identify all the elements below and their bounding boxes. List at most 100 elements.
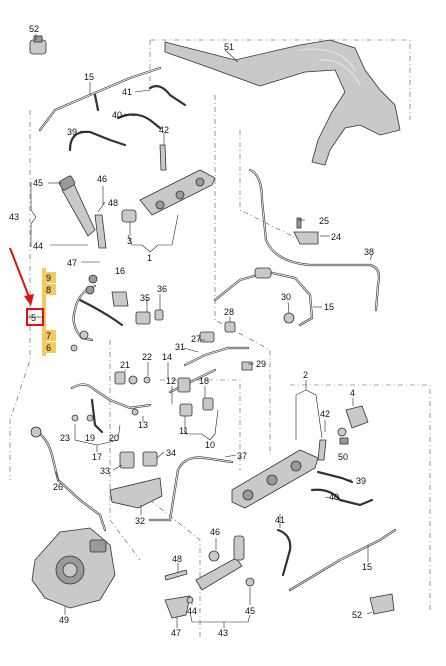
callout-32[interactable]: 32 bbox=[135, 516, 145, 526]
callout-52-bottom[interactable]: 52 bbox=[352, 610, 362, 620]
callout-16[interactable]: 16 bbox=[115, 266, 125, 276]
callout-8[interactable]: 8 bbox=[46, 285, 51, 295]
callout-27[interactable]: 27 bbox=[191, 334, 201, 344]
callout-2[interactable]: 2 bbox=[303, 370, 308, 380]
pipe-part-37[interactable] bbox=[148, 456, 234, 522]
callout-18[interactable]: 18 bbox=[199, 376, 209, 386]
callout-47-bottom[interactable]: 47 bbox=[171, 628, 181, 638]
callout-46-bottom[interactable]: 46 bbox=[210, 527, 220, 537]
callout-44-top[interactable]: 44 bbox=[33, 241, 43, 251]
callout-30[interactable]: 30 bbox=[281, 292, 291, 302]
callout-45-bottom[interactable]: 45 bbox=[245, 606, 255, 616]
brackets-part-33-34[interactable] bbox=[119, 451, 158, 469]
callout-15-top[interactable]: 15 bbox=[84, 72, 94, 82]
callout-29[interactable]: 29 bbox=[256, 359, 266, 369]
callout-28[interactable]: 28 bbox=[224, 307, 234, 317]
callout-38[interactable]: 38 bbox=[364, 247, 374, 257]
callout-43-top[interactable]: 43 bbox=[9, 212, 19, 222]
callout-42-bottom[interactable]: 42 bbox=[320, 409, 330, 419]
hp-pump-part-49[interactable] bbox=[31, 527, 116, 609]
callout-14[interactable]: 14 bbox=[162, 352, 172, 362]
clip-part-16[interactable] bbox=[111, 291, 129, 307]
callout-51[interactable]: 51 bbox=[224, 42, 234, 52]
cable-loom-part-15-bottom[interactable] bbox=[288, 528, 397, 592]
callout-46-top[interactable]: 46 bbox=[97, 174, 107, 184]
callout-24[interactable]: 24 bbox=[331, 232, 341, 242]
callout-9[interactable]: 9 bbox=[46, 273, 51, 283]
fitting-part-3[interactable] bbox=[121, 209, 137, 223]
callout-52-top[interactable]: 52 bbox=[29, 24, 39, 34]
callout-11[interactable]: 11 bbox=[179, 426, 188, 436]
red-arrow bbox=[9, 247, 32, 303]
selection-box-part-5 bbox=[26, 308, 44, 326]
holder-part-47[interactable] bbox=[164, 595, 194, 619]
callout-45-top[interactable]: 45 bbox=[33, 178, 43, 188]
fittings-part-14-21-22[interactable] bbox=[114, 368, 217, 394]
callout-43-bottom[interactable]: 43 bbox=[218, 628, 228, 638]
callout-44-bottom[interactable]: 44 bbox=[187, 606, 197, 616]
bracket-plate-part-32[interactable] bbox=[109, 477, 163, 509]
callout-25[interactable]: 25 bbox=[319, 216, 329, 226]
pipe-part-26[interactable] bbox=[30, 426, 107, 532]
clamp-part-30[interactable] bbox=[283, 312, 295, 324]
callout-4[interactable]: 4 bbox=[350, 388, 355, 398]
callout-15-mid[interactable]: 15 bbox=[324, 302, 334, 312]
clip-part-29[interactable] bbox=[241, 361, 253, 371]
callout-6[interactable]: 6 bbox=[46, 343, 51, 353]
hose-part-15-mid[interactable] bbox=[213, 267, 314, 327]
callout-39-top[interactable]: 39 bbox=[67, 127, 77, 137]
callout-48-top[interactable]: 48 bbox=[108, 198, 118, 208]
injector-part-43-bottom[interactable] bbox=[164, 535, 255, 591]
callout-41-top[interactable]: 41 bbox=[122, 87, 132, 97]
hose-parts-27-28-31[interactable] bbox=[183, 321, 250, 367]
callout-3[interactable]: 3 bbox=[127, 236, 132, 246]
intake-hose-part-51[interactable] bbox=[164, 39, 401, 166]
bracket-part-24[interactable] bbox=[293, 217, 319, 245]
callout-34[interactable]: 34 bbox=[166, 448, 176, 458]
callout-42-top[interactable]: 42 bbox=[159, 125, 169, 135]
callout-36[interactable]: 36 bbox=[157, 284, 167, 294]
pressure-sensor-part-4[interactable] bbox=[337, 405, 369, 445]
return-line-part-38[interactable] bbox=[248, 168, 381, 312]
callout-7[interactable]: 7 bbox=[46, 331, 51, 341]
callout-12[interactable]: 12 bbox=[166, 376, 176, 386]
callout-48-bottom[interactable]: 48 bbox=[172, 554, 182, 564]
callout-13[interactable]: 13 bbox=[138, 420, 148, 430]
hose-part-5-highlighted[interactable] bbox=[70, 274, 124, 352]
injector-part-43-top[interactable] bbox=[58, 175, 107, 249]
return-lines-top[interactable] bbox=[68, 85, 187, 152]
callout-41-bottom[interactable]: 41 bbox=[275, 515, 285, 525]
callout-17[interactable]: 17 bbox=[92, 452, 102, 462]
callout-26[interactable]: 26 bbox=[53, 482, 63, 492]
callout-22[interactable]: 22 bbox=[142, 352, 152, 362]
callout-47-top[interactable]: 47 bbox=[67, 258, 77, 268]
clips-part-19-23[interactable] bbox=[71, 414, 94, 422]
hose-part-17-20[interactable] bbox=[70, 377, 214, 434]
callout-5[interactable]: 5 bbox=[31, 313, 36, 323]
clips-part-35-36[interactable] bbox=[135, 309, 164, 325]
sensor-part-52-top[interactable] bbox=[29, 35, 47, 55]
pipe-part-41-bottom[interactable] bbox=[276, 528, 292, 577]
callout-35[interactable]: 35 bbox=[140, 293, 150, 303]
callout-23[interactable]: 23 bbox=[60, 433, 70, 443]
callout-49[interactable]: 49 bbox=[59, 615, 69, 625]
callout-50[interactable]: 50 bbox=[338, 452, 348, 462]
callout-19[interactable]: 19 bbox=[85, 433, 95, 443]
callout-1[interactable]: 1 bbox=[147, 253, 152, 263]
callout-37[interactable]: 37 bbox=[237, 451, 247, 461]
callout-31[interactable]: 31 bbox=[175, 342, 185, 352]
callout-39-bottom[interactable]: 39 bbox=[356, 476, 366, 486]
callout-40-top[interactable]: 40 bbox=[112, 110, 122, 120]
callout-15-bottom[interactable]: 15 bbox=[362, 562, 372, 572]
fuel-rail-part-1-top[interactable] bbox=[139, 144, 216, 216]
callout-21[interactable]: 21 bbox=[120, 360, 130, 370]
fuel-rail-part-2-bottom[interactable] bbox=[231, 439, 327, 509]
callout-33[interactable]: 33 bbox=[100, 466, 110, 476]
highlight-9 bbox=[44, 272, 56, 283]
callout-10[interactable]: 10 bbox=[205, 440, 215, 450]
callout-20[interactable]: 20 bbox=[109, 433, 119, 443]
cable-loom-part-15-top[interactable] bbox=[38, 66, 162, 132]
callout-40-bottom[interactable]: 40 bbox=[329, 492, 339, 502]
sensor-part-52-bottom[interactable] bbox=[369, 593, 395, 615]
